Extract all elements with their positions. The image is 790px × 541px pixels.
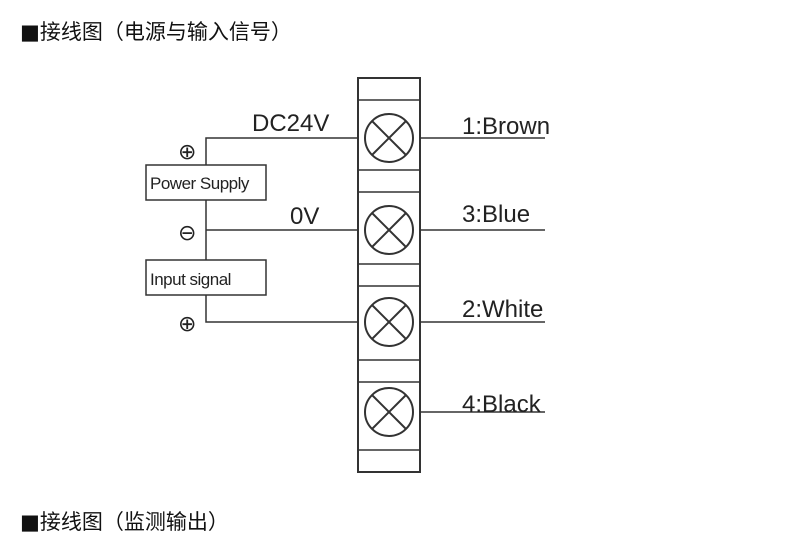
section-heading-power-input: ■接线图（电源与输入信号） xyxy=(20,20,292,44)
zero-voltage-label: 0V xyxy=(290,203,319,230)
input-signal-box xyxy=(145,259,267,296)
terminal-label-2: 2:White xyxy=(462,296,543,323)
output-wires xyxy=(420,137,545,413)
plus-icon: ⊕ xyxy=(178,139,196,164)
terminal-label-4: 4:Black xyxy=(462,391,542,418)
input-circuit-wires xyxy=(205,137,358,323)
power-supply-box xyxy=(145,164,267,201)
terminal-screw-4 xyxy=(364,387,414,437)
plus-icon-input: ⊕ xyxy=(178,311,196,336)
terminal-label-3: 3:Blue xyxy=(462,201,530,228)
terminal-dividers xyxy=(358,99,420,451)
terminal-screw-3 xyxy=(364,205,414,255)
terminal-screw-2 xyxy=(364,297,414,347)
minus-icon: ⊖ xyxy=(178,220,196,245)
power-supply-label: Power Supply xyxy=(150,174,250,193)
terminal-screw-1 xyxy=(364,113,414,163)
section-heading-monitor-output: ■接线图（监测输出） xyxy=(20,510,229,534)
terminal-label-1: 1:Brown xyxy=(462,113,550,140)
input-signal-label: Input signal xyxy=(150,270,231,289)
supply-voltage-label: DC24V xyxy=(252,110,329,137)
terminal-block xyxy=(357,77,421,473)
